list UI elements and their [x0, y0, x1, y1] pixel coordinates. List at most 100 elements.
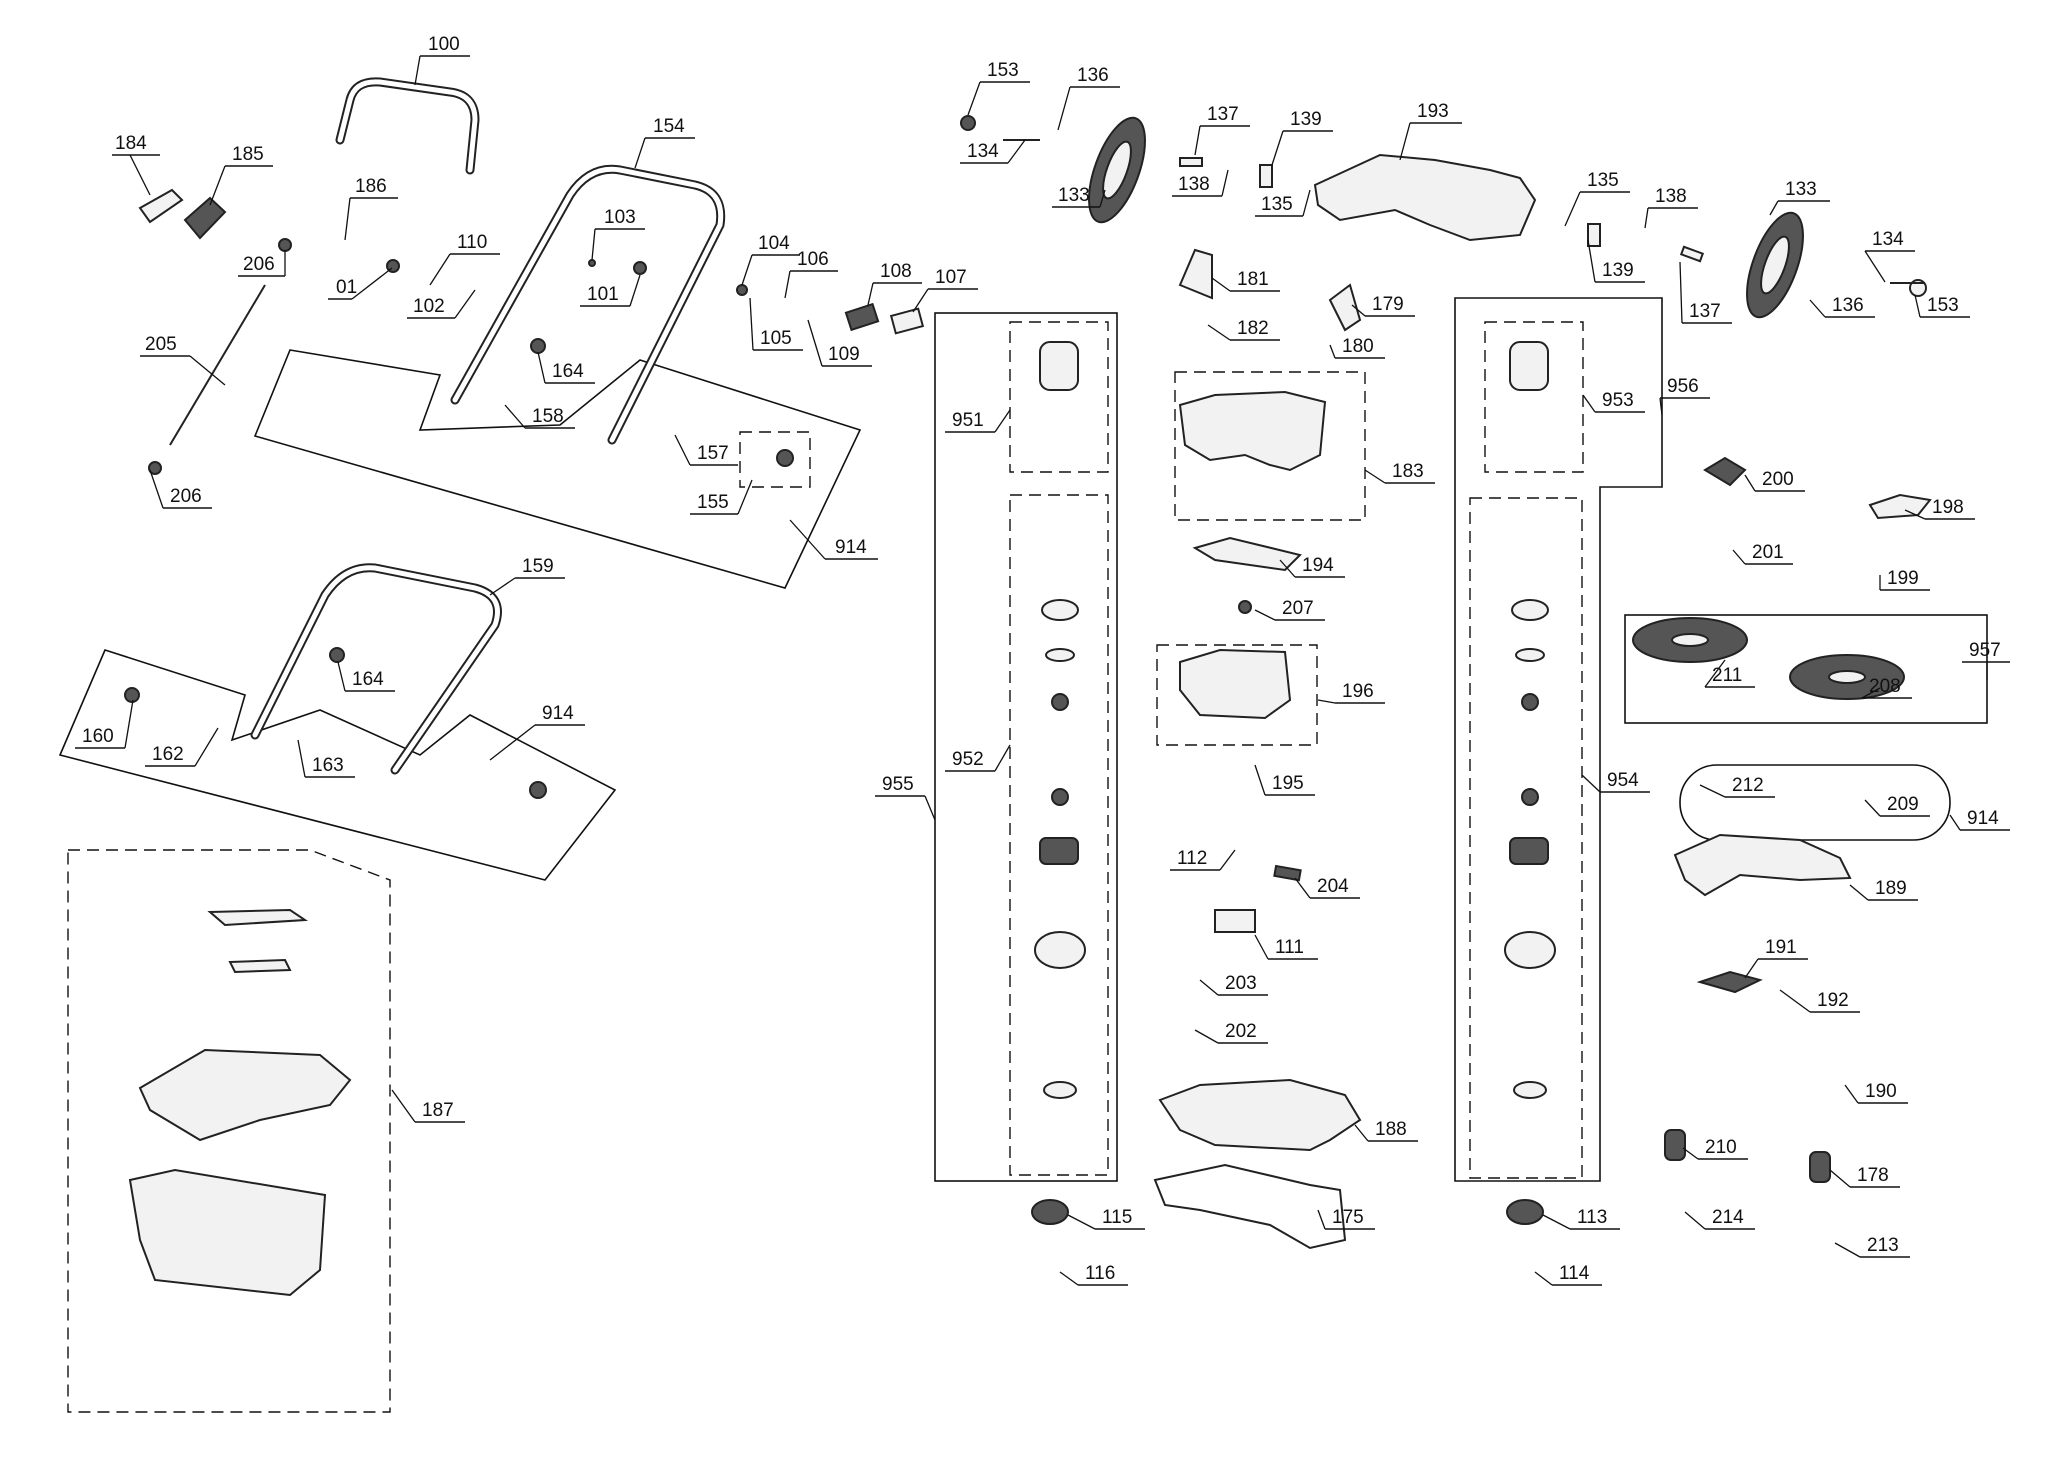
label-188: 188 [1375, 1119, 1407, 1140]
label-951: 951 [952, 410, 984, 431]
label-180: 180 [1342, 336, 1374, 357]
label-957: 957 [1969, 640, 2001, 661]
label-133-right: 133 [1785, 179, 1817, 200]
part-111-block [1214, 909, 1256, 933]
label-106: 106 [797, 249, 829, 270]
label-213: 213 [1867, 1235, 1899, 1256]
label-193: 193 [1417, 101, 1449, 122]
group-boxes [58, 297, 1988, 1413]
part-185-switch [183, 196, 227, 240]
part-951-motor [1039, 341, 1079, 391]
part-196-tray [1179, 648, 1292, 720]
label-214: 214 [1712, 1207, 1744, 1228]
part-115-fan [1031, 1199, 1069, 1225]
label-205: 205 [145, 334, 177, 355]
group-196 [1156, 644, 1318, 746]
label-187: 187 [422, 1100, 454, 1121]
part-954-hub [1504, 931, 1556, 969]
label-158: 158 [532, 406, 564, 427]
label-183: 183 [1392, 461, 1424, 482]
part-954-magnet [1509, 837, 1549, 865]
part-954-disc [1513, 1081, 1547, 1099]
group-952 [1009, 494, 1109, 1176]
part-204 [1273, 864, 1302, 882]
label-108: 108 [880, 261, 912, 282]
label-198: 198 [1932, 497, 1964, 518]
part-183-cover [1178, 390, 1327, 472]
label-113: 113 [1577, 1207, 1607, 1228]
part-labels: 100 154 184 185 186 206 01 110 102 103 1… [82, 34, 2001, 1284]
part-160-knob [124, 687, 140, 703]
label-212: 212 [1732, 775, 1764, 796]
label-201: 201 [1752, 542, 1784, 563]
part-155-knob-b [529, 781, 547, 799]
part-194-cover-strip [1192, 536, 1302, 572]
label-138-left: 138 [1178, 174, 1210, 195]
callout-lines [75, 55, 2010, 1286]
group-187 [67, 849, 391, 1413]
label-953: 953 [1602, 390, 1634, 411]
part-181-bracket [1178, 248, 1213, 300]
part-187-handle [207, 908, 309, 927]
part-952-bearing-b [1051, 788, 1069, 806]
label-164-top: 164 [552, 361, 584, 382]
label-163: 163 [312, 755, 344, 776]
label-110: 110 [457, 232, 487, 253]
group-155 [739, 431, 811, 488]
label-190: 190 [1865, 1081, 1897, 1102]
label-137-left: 137 [1207, 104, 1239, 125]
label-154: 154 [653, 116, 685, 137]
label-181: 181 [1237, 269, 1269, 290]
label-136-left: 136 [1077, 65, 1109, 86]
group-914-bottom [58, 649, 617, 881]
part-952-hub [1034, 931, 1086, 969]
label-208: 208 [1869, 676, 1901, 697]
label-914-bottom: 914 [542, 703, 574, 724]
part-184-switch-cover [138, 188, 184, 224]
part-205-rod [169, 284, 266, 446]
part-179-bracket [1328, 283, 1362, 332]
part-193-deck [1313, 153, 1537, 242]
part-207 [1238, 600, 1252, 614]
label-199: 199 [1887, 568, 1919, 589]
label-952: 952 [952, 749, 984, 770]
label-103: 103 [604, 207, 636, 228]
label-133-left: 133 [1058, 185, 1090, 206]
label-153-right: 153 [1927, 295, 1959, 316]
group-914-right [1679, 764, 1951, 841]
label-01: 01 [336, 277, 357, 298]
part-164-a [530, 338, 546, 354]
part-952-gear-a [1041, 599, 1079, 621]
label-101: 101 [587, 284, 619, 305]
label-196: 196 [1342, 681, 1374, 702]
part-175-gasket [1153, 1163, 1347, 1250]
part-954-bearing-b [1521, 788, 1539, 806]
part-137-pin-left [1179, 157, 1203, 167]
label-104: 104 [758, 233, 790, 254]
label-206-bottom: 206 [170, 486, 202, 507]
group-951 [1009, 321, 1109, 473]
label-954: 954 [1607, 770, 1639, 791]
label-186: 186 [355, 176, 387, 197]
part-155-knob-a [776, 449, 794, 467]
part-139-plate-left [1259, 164, 1273, 188]
label-194: 194 [1302, 555, 1334, 576]
label-191: 191 [1765, 937, 1797, 958]
label-135-right: 135 [1587, 170, 1619, 191]
part-164-b [329, 647, 345, 663]
label-206-top: 206 [243, 254, 275, 275]
part-952-magnet [1039, 837, 1079, 865]
label-134-right: 134 [1872, 229, 1904, 250]
part-198-cover [1868, 493, 1932, 520]
label-207: 207 [1282, 598, 1314, 619]
part-952-disc [1043, 1081, 1077, 1099]
label-159: 159 [522, 556, 554, 577]
label-155: 155 [697, 492, 729, 513]
label-114: 114 [1559, 1263, 1590, 1284]
label-195: 195 [1272, 773, 1304, 794]
label-107: 107 [935, 267, 967, 288]
label-102: 102 [413, 296, 445, 317]
part-107-cap [889, 307, 925, 335]
label-914-right: 914 [1967, 808, 1999, 829]
label-112: 112 [1177, 848, 1207, 869]
